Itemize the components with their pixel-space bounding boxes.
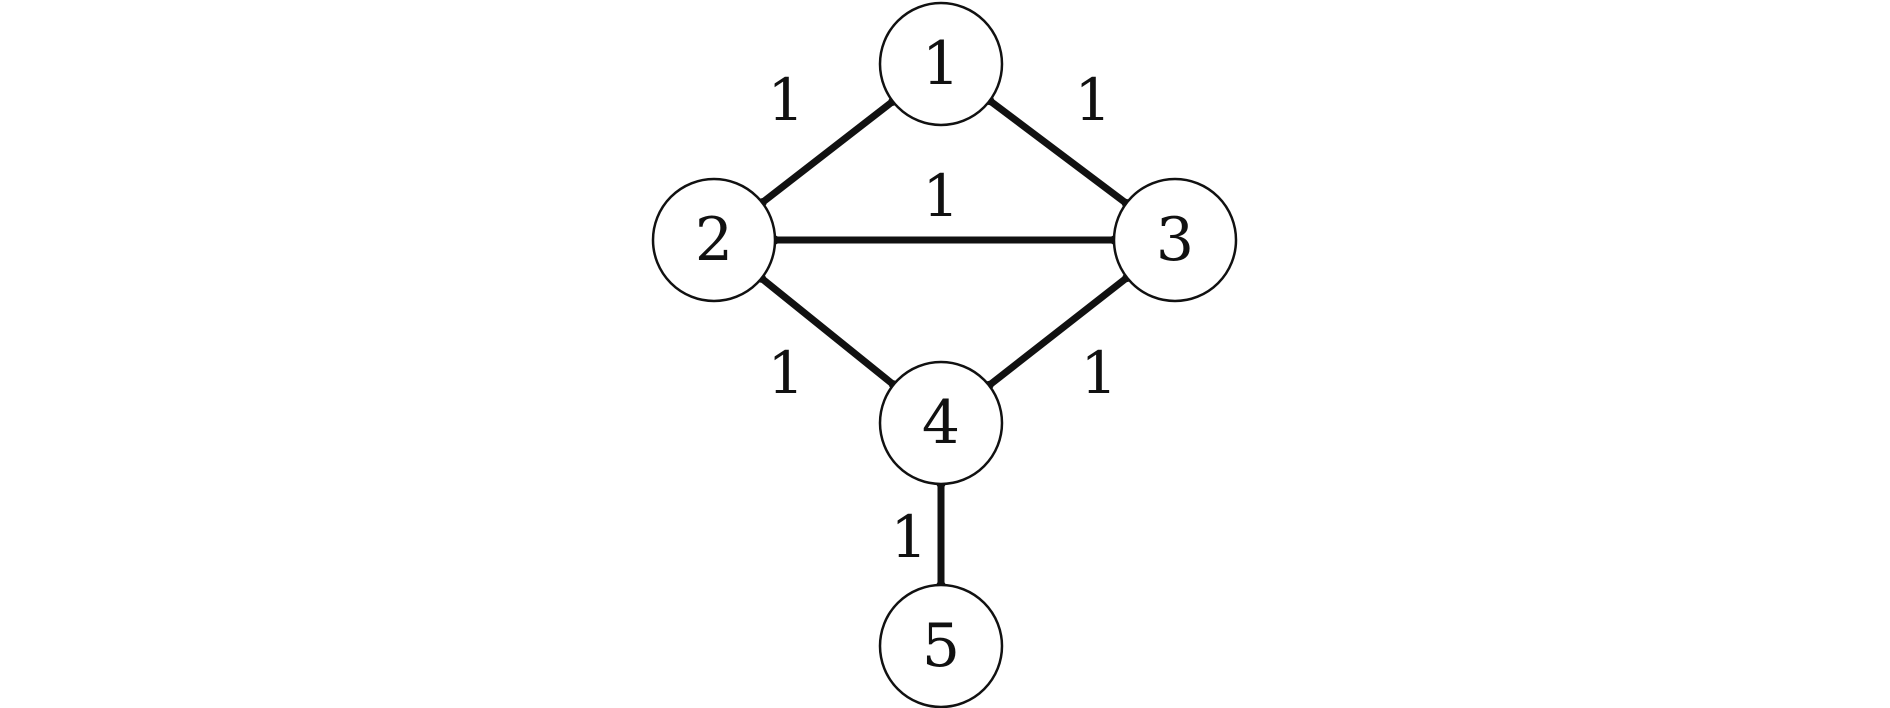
edge-weight-label-4-5: 1 (891, 503, 928, 571)
node-5: 5 (878, 583, 1004, 708)
edge-1-2 (760, 98, 895, 206)
node-label-4: 4 (922, 388, 960, 458)
edge-3-4 (986, 274, 1130, 389)
edge-weight-label-1-2: 1 (768, 66, 805, 134)
node-circle-1 (878, 1, 1004, 127)
edge-2-4 (759, 275, 896, 388)
node-1: 1 (878, 1, 1004, 127)
edge-1-3 (987, 97, 1129, 207)
node-circle-4 (878, 360, 1004, 486)
node-circle-3 (1112, 177, 1238, 303)
edge-weight-label-2-3: 1 (923, 162, 960, 230)
node-4: 4 (878, 360, 1004, 486)
node-label-3: 3 (1156, 205, 1194, 275)
node-circle-2 (651, 177, 777, 303)
edge-weight-label-3-4: 1 (1081, 339, 1118, 407)
node-circle-5 (878, 583, 1004, 708)
node-label-5: 5 (922, 611, 960, 681)
edge-weight-label-1-3: 1 (1075, 66, 1112, 134)
edge-weight-label-2-4: 1 (768, 339, 805, 407)
node-label-1: 1 (922, 29, 960, 99)
node-2: 2 (651, 177, 777, 303)
node-label-2: 2 (695, 205, 733, 275)
node-3: 3 (1112, 177, 1238, 303)
